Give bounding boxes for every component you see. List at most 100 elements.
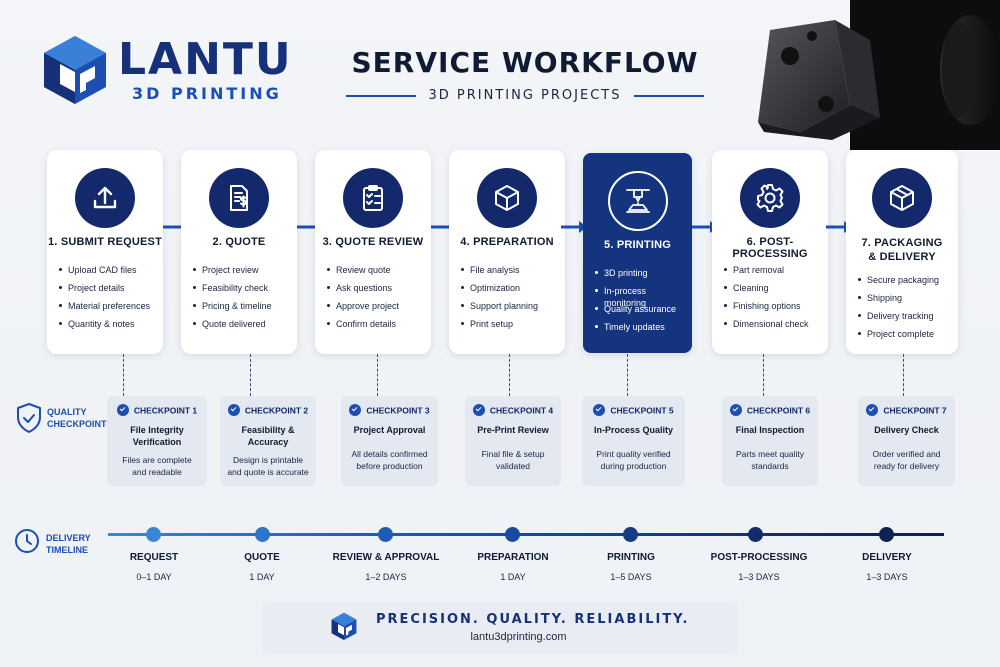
step-card-quote: 2. QUOTE Project review Feasibility chec… — [181, 150, 297, 354]
step-item: Timely updates — [595, 321, 686, 339]
step-item: Support planning — [461, 300, 559, 318]
page-title: SERVICE WORKFLOW — [351, 46, 699, 79]
checkpoint-header: CHECKPOINT 1 — [107, 404, 207, 417]
checkpoint-connector — [509, 354, 510, 396]
step-item: Delivery tracking — [858, 310, 952, 328]
timeline-dot — [879, 527, 894, 542]
checkpoint-connector — [627, 354, 628, 396]
lantu-logo-icon — [331, 612, 357, 640]
checkpoint-title: In-Process Quality — [593, 425, 674, 435]
step-item: Part removal — [724, 264, 822, 282]
check-circle-icon — [729, 404, 742, 416]
timeline-stage-duration: 1–3 DAYS — [866, 572, 908, 582]
checkpoint-title-line: Accuracy — [247, 437, 289, 447]
step-item: Quantity & notes — [59, 318, 157, 336]
timeline-label-line: DELIVERY — [46, 533, 91, 543]
checkpoint-connector — [123, 354, 124, 396]
step-item: Cleaning — [724, 282, 822, 300]
checkpoint-header: CHECKPOINT 5 — [582, 404, 685, 417]
check-circle-icon — [866, 404, 879, 416]
checkpoint-name: CHECKPOINT 6 — [746, 405, 811, 416]
checkpoint-header: CHECKPOINT 3 — [341, 404, 438, 417]
clock-icon — [15, 529, 39, 553]
step-item: Optimization — [461, 282, 559, 300]
printed-part-image — [758, 0, 1000, 150]
step-title-line: 7. PACKAGING — [861, 237, 943, 249]
timeline-stage-duration: 1–2 DAYS — [365, 572, 407, 582]
step-item: Secure packaging — [858, 274, 952, 292]
checkpoint-name: CHECKPOINT 3 — [366, 405, 430, 416]
checkpoint-header: CHECKPOINT 7 — [858, 404, 955, 417]
footer-url-link[interactable]: lantu3dprinting.com — [470, 631, 567, 643]
checkpoint-card: CHECKPOINT 5 In-Process Quality Print qu… — [582, 396, 685, 486]
checkpoint-desc-line: Order verified and — [872, 449, 941, 459]
step-item: Upload CAD files — [59, 264, 157, 282]
step-card-submit-request: 1. SUBMIT REQUEST Upload CAD files Proje… — [47, 150, 163, 354]
timeline-stage-label: REQUEST — [129, 552, 179, 563]
checkpoint-connector — [250, 354, 251, 396]
step-card-packaging-delivery: 7. PACKAGING& DELIVERY Secure packaging … — [846, 150, 958, 354]
checkpoint-name: CHECKPOINT 5 — [610, 405, 674, 416]
step-item: Ask questions — [327, 282, 425, 300]
checkpoint-title: Project Approval — [353, 425, 426, 435]
checkpoint-name: CHECKPOINT 7 — [883, 405, 947, 416]
cube-icon — [477, 168, 537, 228]
checkpoint-card: CHECKPOINT 6 Final Inspection Parts meet… — [722, 396, 818, 486]
checkpoint-name: CHECKPOINT 1 — [133, 405, 198, 416]
lantu-logo-icon — [44, 36, 106, 104]
check-circle-icon — [593, 404, 606, 416]
shield-check-icon — [17, 403, 41, 433]
step-card-quote-review: 3. QUOTE REVIEW Review quote Ask questio… — [315, 150, 431, 354]
checkpoint-desc-line: All details confirmed — [351, 449, 428, 459]
check-circle-icon — [116, 404, 129, 416]
step-item: Dimensional check — [724, 318, 822, 336]
checkpoint-header: CHECKPOINT 4 — [465, 404, 561, 417]
checkpoint-title-line: File Integrity — [130, 425, 184, 435]
timeline-stage-duration: 1–3 DAYS — [738, 572, 780, 582]
checkpoint-desc-line: Print quality verified — [596, 449, 671, 459]
step-item: Shipping — [858, 292, 952, 310]
checkpoint-desc-line: Design is printable — [233, 455, 303, 465]
timeline-dot — [146, 527, 161, 542]
checkpoint-desc-line: validated — [495, 461, 531, 471]
printer-nozzle-icon — [607, 171, 668, 231]
step-item: Material preferences — [59, 300, 157, 318]
timeline-stage-label: PRINTING — [607, 552, 655, 563]
checkpoint-desc-line: Files are complete — [122, 455, 192, 465]
checkpoint-desc-line: Parts meet quality — [735, 449, 805, 459]
clipboard-check-icon — [343, 168, 403, 228]
subtitle-rule-left — [346, 95, 416, 97]
step-item: Feasibility check — [193, 282, 291, 300]
step-item: Pricing & timeline — [193, 300, 291, 318]
step-card-printing: 5. PRINTING 3D printing In-process monit… — [583, 153, 692, 353]
checkpoint-name: CHECKPOINT 4 — [489, 405, 554, 416]
step-title: 3. QUOTE REVIEW — [322, 236, 424, 248]
quality-label-line: QUALITY — [47, 407, 87, 417]
timeline-line — [108, 533, 944, 536]
page-subtitle: 3D PRINTING PROJECTS — [428, 88, 622, 103]
timeline-dot — [505, 527, 520, 542]
checkpoint-header: CHECKPOINT 6 — [722, 404, 818, 417]
step-title: 5. PRINTING — [604, 239, 671, 251]
step-item: Finishing options — [724, 300, 822, 318]
quality-checkpoints-label: QUALITY CHECKPOINTS — [47, 406, 117, 430]
document-dollar-icon — [209, 168, 269, 228]
step-item: Project review — [193, 264, 291, 282]
timeline-dot — [378, 527, 393, 542]
timeline-stage-duration: 1 DAY — [249, 572, 275, 582]
checkpoint-title: Delivery Check — [874, 425, 939, 435]
checkpoint-card: CHECKPOINT 3 Project Approval All detail… — [341, 396, 438, 486]
quality-label-line: CHECKPOINTS — [47, 419, 113, 429]
brand-subtitle: 3D PRINTING — [132, 84, 282, 103]
checkpoint-title-line: Feasibility & — [241, 425, 295, 435]
checkpoint-card: CHECKPOINT 7 Delivery Check Order verifi… — [858, 396, 955, 486]
timeline-dot — [748, 527, 763, 542]
checkpoint-title: Feasibility & Accuracy — [224, 424, 312, 448]
